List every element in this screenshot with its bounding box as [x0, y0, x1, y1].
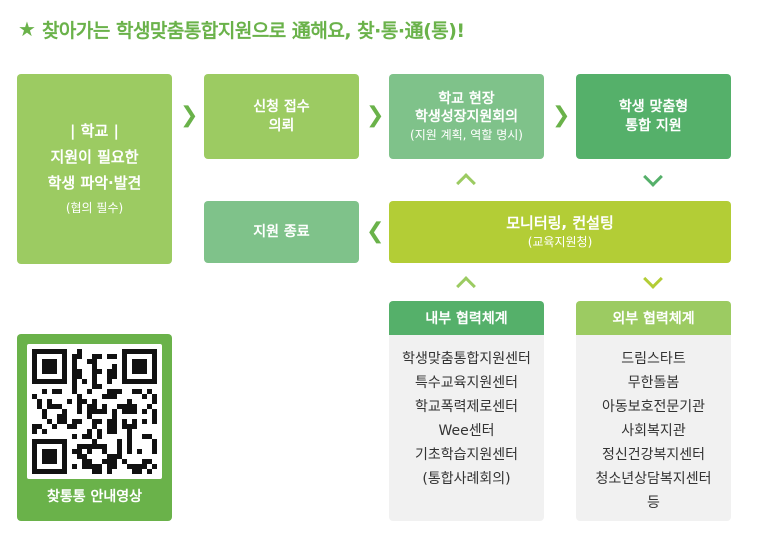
list-item: 무한돌봄 — [627, 375, 680, 391]
step-monitoring-line1: 모니터링, 컨설팅 — [506, 213, 614, 232]
page-title: ★ 찾아가는 학생맞춤통합지원으로 通해요, 찾·통·通(통)! — [18, 14, 465, 44]
qr-panel[interactable]: 찾통통 안내영상 — [17, 334, 172, 521]
step-monitoring: 모니터링, 컨설팅 (교육지원청) — [389, 201, 731, 263]
step-school-note: (협의 필수) — [65, 201, 124, 215]
step-support-line2: 통합 지원 — [625, 117, 682, 134]
step-monitoring-note: (교육지원청) — [527, 234, 593, 249]
chevron-up-icon — [456, 276, 476, 296]
external-coop-list: 드림스타트 무한돌봄 아동보호전문기관 사회복지관 정신건강복지센터 청소년상담… — [576, 335, 731, 521]
step-support: 학생 맞춤형 통합 지원 — [576, 74, 731, 159]
step-school-line2: 학생 파악·발견 — [47, 174, 142, 192]
list-item: 등 — [647, 495, 660, 511]
list-item: 청소년상담복지센터 — [595, 471, 712, 487]
step-support-line1: 학생 맞춤형 — [618, 98, 689, 115]
list-item: 특수교육지원센터 — [414, 375, 519, 391]
step-apply-line2: 의뢰 — [268, 117, 295, 134]
step-school-line1: 지원이 필요한 — [50, 148, 139, 166]
list-item: 학생맞춤통합지원센터 — [402, 351, 531, 367]
list-item: 드림스타트 — [621, 351, 686, 367]
step-apply-line1: 신청 접수 — [253, 98, 310, 115]
chevron-right-icon: ❯ — [552, 103, 571, 128]
chevron-down-icon — [643, 167, 663, 187]
chevron-right-icon: ❯ — [366, 103, 385, 128]
qr-code-image — [32, 349, 157, 474]
page-title-text: 찾아가는 학생맞춤통합지원으로 通해요, 찾·통·通(통)! — [41, 19, 465, 42]
list-item: (통합사례회의) — [422, 471, 511, 487]
list-item: 학교폭력제로센터 — [414, 399, 519, 415]
star-icon: ★ — [18, 17, 36, 41]
qr-label: 찾통통 안내영상 — [46, 489, 143, 505]
step-meeting-line1: 학교 현장 — [438, 90, 495, 107]
internal-coop-list: 학생맞춤통합지원센터 특수교육지원센터 학교폭력제로센터 Wee센터 기초학습지… — [389, 335, 544, 521]
external-coop-title: 외부 협력체계 — [576, 301, 731, 335]
chevron-left-icon: ❯ — [366, 219, 385, 244]
list-item: 아동보호전문기관 — [601, 399, 706, 415]
step-apply: 신청 접수 의뢰 — [204, 74, 359, 159]
step-finish-line1: 지원 종료 — [253, 223, 310, 240]
list-item: 사회복지관 — [621, 423, 686, 439]
list-item: Wee센터 — [438, 423, 495, 439]
qr-code-icon[interactable] — [27, 344, 162, 479]
list-item: 기초학습지원센터 — [414, 447, 519, 463]
internal-coop-title: 내부 협력체계 — [389, 301, 544, 335]
list-item: 정신건강복지센터 — [601, 447, 706, 463]
step-meeting-note: (지원 계획, 역할 명시) — [410, 127, 523, 142]
step-meeting-line2: 학생성장지원회의 — [414, 108, 519, 125]
step-meeting: 학교 현장 학생성장지원회의 (지원 계획, 역할 명시) — [389, 74, 544, 159]
chevron-up-icon — [456, 173, 476, 193]
step-school: | 학교 | 지원이 필요한 학생 파악·발견 (협의 필수) — [17, 74, 172, 264]
step-school-head: | 학교 | — [69, 122, 119, 140]
chevron-down-icon — [643, 269, 663, 289]
chevron-right-icon: ❯ — [180, 103, 199, 128]
step-finish: 지원 종료 — [204, 201, 359, 263]
